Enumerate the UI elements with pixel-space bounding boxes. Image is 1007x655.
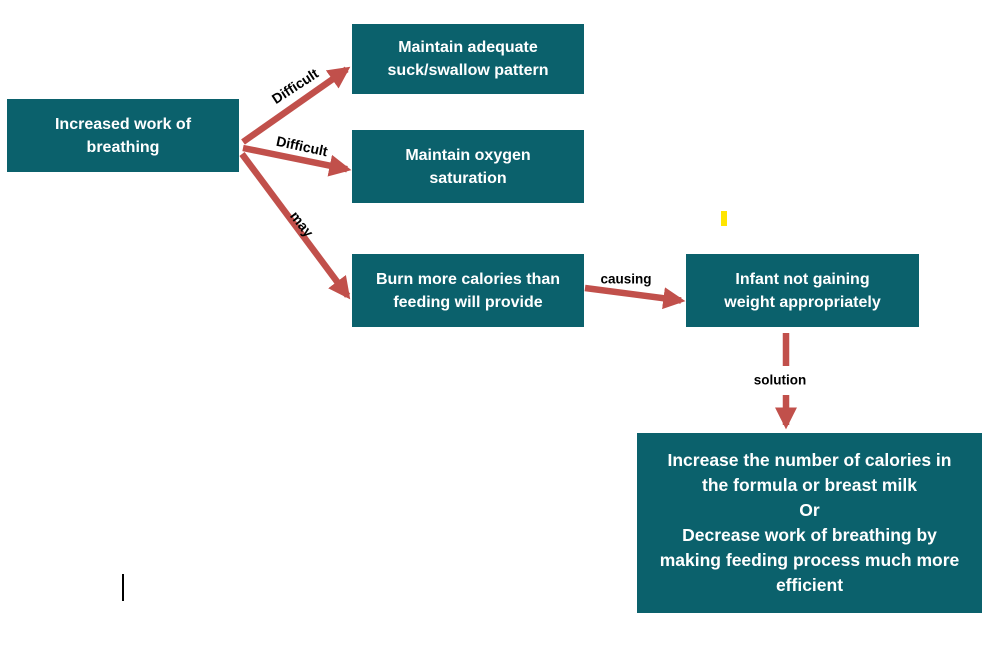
- arrow-may: [239, 152, 351, 300]
- node-increased-work-of-breathing: Increased work of breathing: [7, 99, 239, 172]
- node-solution-increase-calories-or-decrease-work: Increase the number of calories in the f…: [637, 433, 982, 613]
- node-infant-not-gaining-weight: Infant not gaining weight appropriately: [686, 254, 919, 327]
- edge-label-solution: solution: [753, 372, 807, 388]
- arrow-causing: [584, 284, 686, 310]
- arrow-difficult-mid: [242, 144, 352, 177]
- yellow-highlight-mark: [721, 211, 727, 226]
- edge-label-causing: causing: [600, 271, 652, 287]
- text-cursor-artifact: [122, 574, 124, 601]
- node-maintain-suck-swallow-pattern: Maintain adequate suck/swallow pattern: [352, 24, 584, 94]
- node-burn-more-calories: Burn more calories than feeding will pro…: [352, 254, 584, 327]
- arrow-difficult-top: [241, 66, 351, 145]
- node-maintain-oxygen-saturation: Maintain oxygen saturation: [352, 130, 584, 203]
